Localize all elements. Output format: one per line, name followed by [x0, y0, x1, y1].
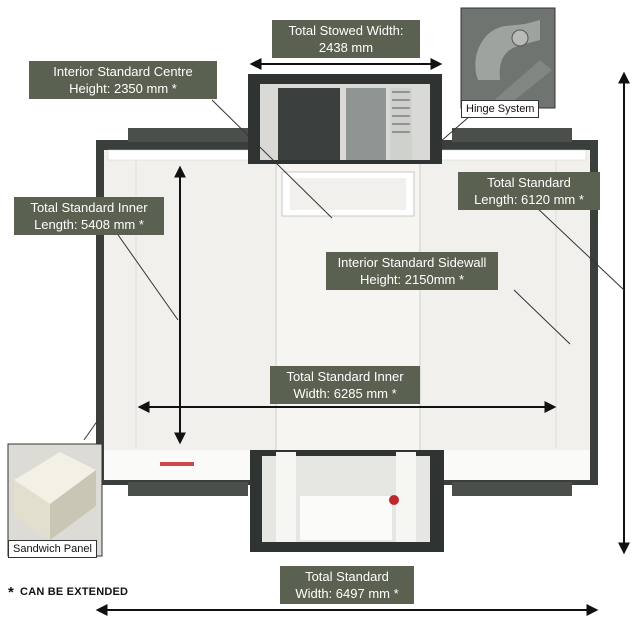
std-length-label: Total Standard Length: 6120 mm *	[458, 172, 600, 210]
inner-width-label: Total Standard Inner Width: 6285 mm *	[270, 366, 420, 404]
sidewall-height-label: Interior Standard Sidewall Height: 2150m…	[326, 252, 498, 290]
left-wall	[104, 150, 276, 450]
dimension-lines	[83, 58, 630, 616]
top-module	[248, 74, 442, 217]
bottom-module	[160, 450, 444, 552]
sandwich-panel-inset	[7, 443, 103, 557]
inner-length-label: Total Standard Inner Length: 5408 mm *	[14, 197, 164, 235]
hinge-system-caption: Hinge System	[461, 100, 540, 118]
extension-note: *CAN BE EXTENDED	[8, 584, 129, 601]
ceiling-strip-left	[107, 149, 269, 161]
asterisk: *	[8, 584, 15, 601]
fire-extinguisher	[389, 495, 399, 505]
floor-right	[420, 450, 590, 480]
stowed-width-label: Total Stowed Width: 2438 mm	[272, 20, 420, 58]
std-width-label: Total Standard Width: 6497 mm *	[280, 566, 414, 604]
centre-height-label: Interior Standard Centre Height: 2350 mm…	[29, 61, 217, 99]
sandwich-panel-caption: Sandwich Panel	[8, 540, 97, 558]
ceiling-strip-right	[427, 149, 587, 161]
hinge-system-inset	[460, 7, 556, 109]
